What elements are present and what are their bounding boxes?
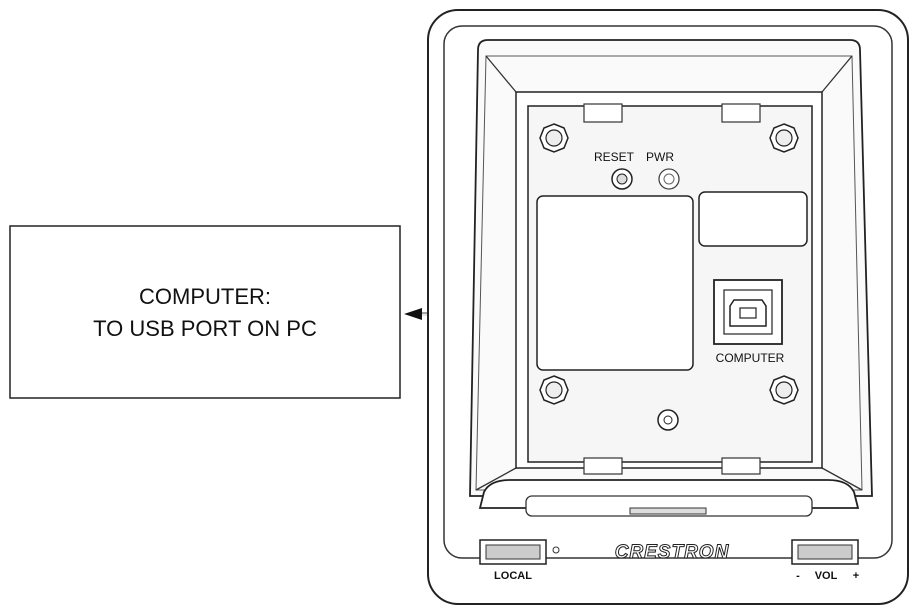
screw-top-left-icon xyxy=(539,123,569,153)
volume-rocker xyxy=(791,539,859,565)
center-screw-icon xyxy=(657,409,679,431)
reset-label: RESET xyxy=(594,150,635,164)
local-label: LOCAL xyxy=(494,570,532,582)
callout-line-2: TO USB PORT ON PC xyxy=(93,316,317,341)
screw-top-right-icon xyxy=(769,123,799,153)
vol-minus-label: - xyxy=(796,570,800,582)
crestron-dock-device: RESET PWR COMPUTER xyxy=(427,9,909,605)
reset-button-icon xyxy=(611,168,633,190)
usb-computer-port xyxy=(713,279,783,345)
vol-plus-label: + xyxy=(853,570,859,582)
brand-logo: CRESTRON xyxy=(615,542,730,563)
screw-bottom-left-icon xyxy=(539,375,569,405)
local-button xyxy=(479,539,547,565)
arrowhead-left-icon xyxy=(404,308,422,320)
dock-connector xyxy=(478,479,860,517)
label-area-large xyxy=(536,195,694,371)
pwr-label: PWR xyxy=(646,150,674,164)
power-led-icon xyxy=(658,168,680,190)
label-area-small xyxy=(698,191,808,247)
usb-port-label: COMPUTER xyxy=(716,351,785,365)
callout-box: COMPUTER: TO USB PORT ON PC xyxy=(9,225,401,399)
vol-label: VOL xyxy=(815,570,838,582)
screw-bottom-right-icon xyxy=(769,375,799,405)
local-led-icon xyxy=(552,546,560,554)
callout-line-1: COMPUTER: xyxy=(139,284,271,309)
